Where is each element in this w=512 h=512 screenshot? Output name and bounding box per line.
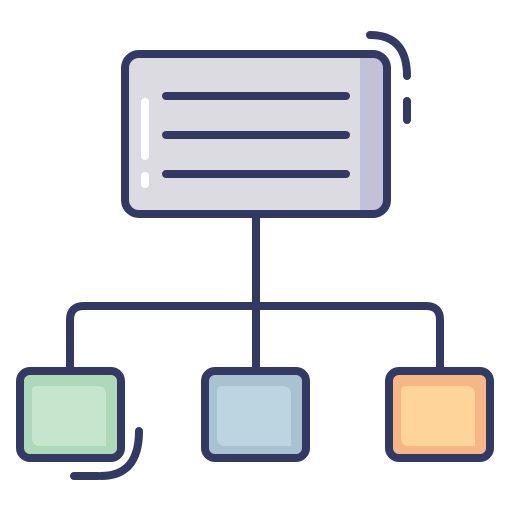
horizontal-branch-connector: [66, 302, 444, 376]
top-panel-highlight-dot: [141, 172, 149, 188]
top-panel-highlight: [141, 98, 149, 160]
top-panel-outline: [121, 50, 391, 218]
connectors: [66, 214, 444, 376]
top-right-accent-mark: [366, 31, 411, 124]
top-panel-shadow: [360, 54, 387, 214]
child-box-right: [385, 367, 494, 462]
child-box-left: [16, 367, 125, 462]
bottom-left-accent-mark: [70, 427, 143, 480]
top-document-panel: [121, 50, 391, 218]
child-box-middle: [201, 367, 310, 462]
text-lines: [162, 92, 350, 178]
